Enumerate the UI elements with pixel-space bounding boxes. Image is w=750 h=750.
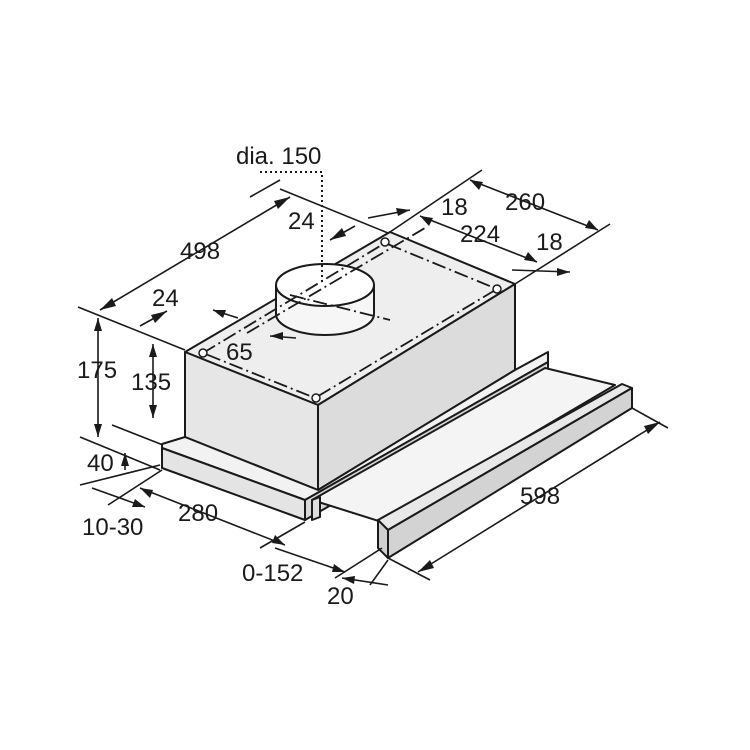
- dim-line-498: [99, 196, 291, 311]
- duct-axis-diag: [246, 227, 426, 334]
- dim-line-224: [419, 215, 538, 263]
- arrow: [274, 197, 290, 209]
- arrow: [524, 252, 537, 262]
- label-offset-back-top: 24: [288, 208, 315, 235]
- arrow: [213, 310, 226, 318]
- arrow: [585, 220, 598, 230]
- label-trim: 20: [327, 583, 354, 610]
- mount-holes: [198, 237, 502, 403]
- arrow: [121, 453, 129, 466]
- dim-line-598: [417, 421, 661, 573]
- dim-line-280: [139, 487, 286, 546]
- arrowheads: [94, 180, 660, 584]
- arrow: [94, 424, 102, 437]
- center-lines: [202, 227, 500, 400]
- ext-line: [279, 188, 389, 234]
- arrow: [270, 332, 283, 340]
- duct-axis-cross: [289, 294, 391, 321]
- ext-line: [334, 547, 383, 579]
- label-offset-65: 65: [226, 339, 253, 366]
- ext-line: [514, 223, 611, 285]
- label-front-gap: 10-30: [82, 514, 144, 541]
- dim-line-24-top: [249, 179, 281, 198]
- ext-line: [79, 436, 161, 471]
- arrow: [330, 228, 346, 240]
- ext-line: [389, 169, 483, 233]
- mount-hole: [198, 348, 208, 358]
- tray-left-end: [311, 496, 321, 521]
- label-height-total: 175: [77, 357, 118, 384]
- arrow: [94, 318, 102, 331]
- arrow: [140, 488, 153, 498]
- slide-out-tray: [311, 367, 633, 559]
- arrow: [420, 216, 433, 226]
- label-height-panel: 40: [87, 450, 114, 477]
- mount-hole: [492, 284, 502, 294]
- arrow: [332, 564, 345, 572]
- label-depth-280: 280: [178, 500, 219, 527]
- mount-hole-outline: [202, 241, 500, 400]
- duct-rim: [275, 263, 375, 307]
- label-height-body: 135: [131, 369, 172, 396]
- label-width-260: 260: [505, 189, 546, 216]
- dim-line-260: [469, 179, 599, 231]
- arrow: [557, 268, 570, 276]
- label-offset-front: 24: [152, 285, 179, 312]
- arrow: [149, 344, 157, 357]
- label-offset-right-18a: 18: [441, 194, 468, 221]
- ext-line: [369, 559, 389, 586]
- label-offset-right-18b: 18: [536, 229, 563, 256]
- ext-line: [259, 521, 306, 549]
- ext-line: [107, 469, 163, 506]
- arrow: [470, 180, 483, 190]
- arrow: [272, 535, 285, 545]
- diameter-leader: [260, 171, 323, 285]
- tray-top: [311, 367, 616, 523]
- arrow: [149, 405, 157, 418]
- label-width-224: 224: [460, 221, 501, 248]
- arrow: [418, 560, 434, 572]
- label-width-598: 598: [520, 483, 561, 510]
- arrow: [100, 298, 116, 310]
- arrow: [396, 208, 410, 216]
- mount-hole: [380, 237, 390, 247]
- mount-hole: [311, 393, 321, 403]
- ext-line: [387, 557, 431, 581]
- label-duct-diameter: dia. 150: [236, 143, 322, 170]
- label-extension: 0-152: [242, 560, 304, 587]
- arrow: [644, 422, 660, 434]
- ext-line: [79, 464, 161, 486]
- ext-line: [111, 424, 164, 446]
- arrow: [342, 576, 355, 584]
- ext-line: [77, 306, 186, 351]
- label-depth-total: 498: [180, 238, 221, 265]
- ext-line: [631, 407, 669, 429]
- arrow: [151, 311, 167, 323]
- arrow: [132, 499, 145, 507]
